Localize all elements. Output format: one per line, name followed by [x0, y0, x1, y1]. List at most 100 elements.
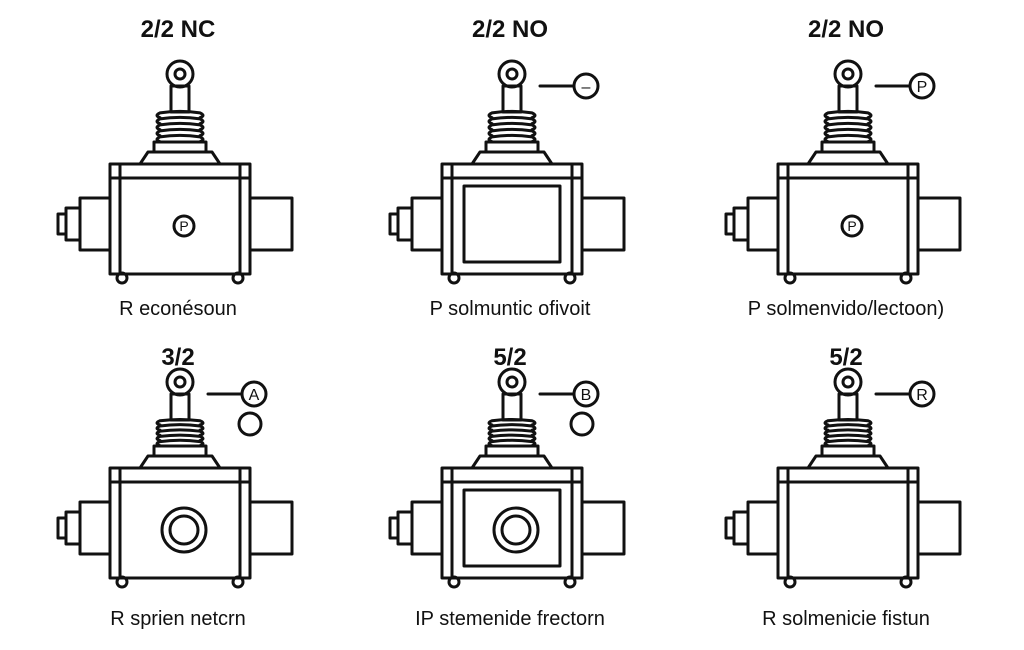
port-label: R	[916, 387, 928, 404]
neck	[806, 454, 890, 470]
center-ring-outer	[492, 506, 540, 554]
center-port-circle	[840, 214, 864, 238]
eyelet	[833, 367, 863, 397]
valve-title: 5/2	[493, 344, 527, 371]
left-fitting-tip	[724, 212, 736, 236]
left-fitting-tip	[56, 516, 68, 540]
neck	[806, 150, 890, 166]
foot	[899, 271, 913, 285]
stem	[169, 84, 191, 114]
right-port	[248, 500, 294, 556]
neck	[138, 150, 222, 166]
center-port-label: P	[179, 218, 188, 234]
left-fitting	[732, 206, 750, 242]
stem	[501, 84, 523, 114]
port-label: A	[249, 387, 260, 404]
eyelet-hole	[841, 67, 855, 81]
eyelet-hole	[841, 375, 855, 389]
port-label-circle	[908, 380, 936, 408]
neck	[470, 454, 554, 470]
inner-frame	[462, 184, 562, 264]
left-fitting	[732, 510, 750, 546]
left-fitting	[64, 206, 82, 242]
left-fitting-tip	[388, 516, 400, 540]
port-circle	[237, 411, 263, 437]
center-port-circle	[172, 214, 196, 238]
valve-title: 5/2	[829, 344, 863, 371]
neck	[138, 454, 222, 470]
foot	[563, 575, 577, 589]
eyelet-hole	[505, 67, 519, 81]
valve-caption: P solmuntic ofivoit	[429, 298, 591, 320]
foot	[447, 271, 461, 285]
valve-symbol: PP	[724, 59, 962, 285]
valve-body	[776, 466, 920, 580]
valve-symbol: –	[388, 59, 626, 285]
spring-coil	[155, 417, 205, 448]
eyelet-hole	[505, 375, 519, 389]
left-port	[410, 500, 444, 556]
stem	[169, 392, 191, 422]
port-label-circle	[908, 72, 936, 100]
left-fitting-tip	[388, 212, 400, 236]
port-circle	[569, 411, 595, 437]
valve-caption: R sprien netcrn	[110, 608, 246, 630]
right-port	[580, 196, 626, 252]
left-port	[78, 500, 112, 556]
stem	[501, 392, 523, 422]
spring-coil	[823, 109, 873, 144]
inner-frame	[462, 488, 562, 568]
port-label-circle	[572, 380, 600, 408]
eyelet	[497, 367, 527, 397]
left-port	[746, 500, 780, 556]
right-port	[580, 500, 626, 556]
valve-symbol: R	[724, 367, 962, 589]
eyelet-hole	[173, 375, 187, 389]
left-port	[78, 196, 112, 252]
center-port-label: P	[847, 218, 856, 234]
valve-caption: P solmenvido/lectoon)	[747, 298, 945, 320]
valve-symbol: B	[388, 367, 626, 589]
right-port	[248, 196, 294, 252]
valve-title: 2/2 NC	[140, 16, 216, 43]
valve-title: 2/2 NO	[471, 16, 549, 43]
left-fitting-tip	[56, 212, 68, 236]
neck	[470, 150, 554, 166]
eyelet	[165, 59, 195, 89]
center-ring-inner	[168, 514, 200, 546]
foot	[563, 271, 577, 285]
right-port	[916, 196, 962, 252]
foot	[115, 271, 129, 285]
left-port	[410, 196, 444, 252]
valve-caption: R econésoun	[119, 298, 237, 320]
center-ring-inner	[500, 514, 532, 546]
spring-coil	[487, 109, 537, 144]
foot	[447, 575, 461, 589]
right-port	[916, 500, 962, 556]
port-label: B	[581, 387, 592, 404]
foot	[231, 271, 245, 285]
valve-cell: 2/2 NC P R econésoun	[8, 2, 348, 322]
stem	[837, 392, 859, 422]
left-fitting	[64, 510, 82, 546]
valve-caption: R solmenicie fistun	[762, 608, 930, 630]
valve-title: 3/2	[161, 344, 195, 371]
foot	[899, 575, 913, 589]
port-label-circle	[572, 72, 600, 100]
valve-symbol: A	[56, 367, 294, 589]
spring-coil	[487, 417, 537, 448]
eyelet	[833, 59, 863, 89]
valve-body	[108, 466, 252, 580]
valve-title: 2/2 NO	[807, 16, 885, 43]
port-label-circle	[240, 380, 268, 408]
eyelet-hole	[173, 67, 187, 81]
eyelet	[497, 59, 527, 89]
left-port	[746, 196, 780, 252]
foot	[231, 575, 245, 589]
stem	[837, 84, 859, 114]
valve-cell: 2/2 NO – P solmuntic ofivoit	[340, 2, 680, 322]
